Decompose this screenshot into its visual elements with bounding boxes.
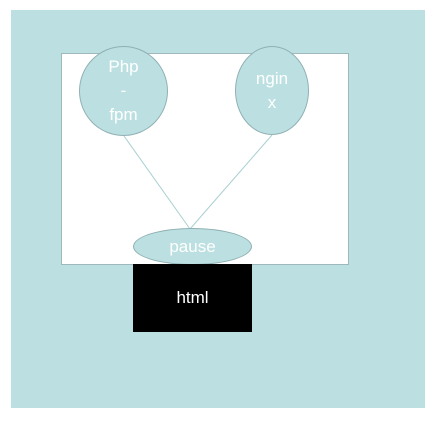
node-html-label: html [176,288,209,307]
node-php-fpm-label: Php - fpm [108,57,139,124]
node-nginx-label: ngin x [255,68,289,112]
node-html: html [133,264,252,332]
node-nginx: ngin x [235,46,309,135]
node-pause: pause [133,228,252,265]
node-php-fpm: Php - fpm [79,46,168,136]
node-pause-label: pause [169,236,216,256]
